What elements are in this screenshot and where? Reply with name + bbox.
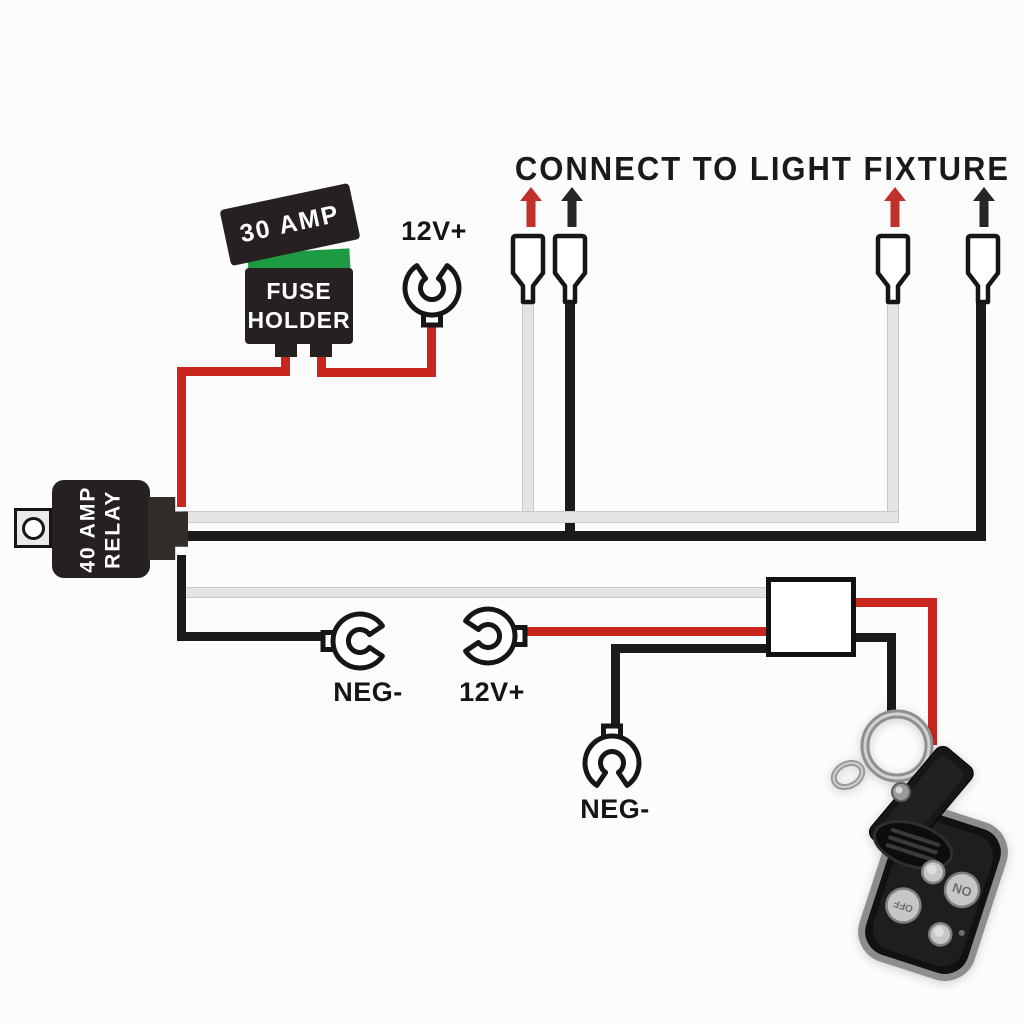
diagram-title: CONNECT TO LIGHT FIXTURE <box>514 149 1011 188</box>
remote-on-button: ON <box>943 871 981 909</box>
white-wire-main-run <box>185 512 898 522</box>
keyring-icon <box>860 709 934 783</box>
spade-terminal-icon-2 <box>552 233 588 305</box>
red-wire-fuse-left-drop <box>281 352 290 375</box>
black-wire-module-ground-v <box>611 644 620 727</box>
battery-terminal-label: 12V+ <box>401 216 467 246</box>
black-up-arrow-icon-1 <box>561 187 583 227</box>
ring-terminal-icon-power-mid <box>463 606 528 666</box>
white-wire-spade1-drop <box>523 300 533 522</box>
black-wire-main-run <box>185 531 986 541</box>
remote-off-button: OFF <box>885 887 922 924</box>
relay-mounting-tab <box>14 508 52 548</box>
red-wire-fuse-to-relay-v <box>177 367 186 507</box>
ground-mid-terminal-label: NEG- <box>333 677 403 707</box>
relay-label-line1: 40 AMP <box>76 485 100 573</box>
black-wire-module-out-v <box>887 633 896 716</box>
relay-label-line2: RELAY <box>102 489 125 569</box>
black-wire-spade4-drop <box>976 300 986 541</box>
spade-terminal-icon-4 <box>965 233 1001 305</box>
black-wire-spade2-drop <box>565 300 575 541</box>
ground-bottom-terminal-label: NEG- <box>580 794 650 824</box>
red-wire-fuse-to-relay-h <box>177 367 290 376</box>
strap-stud-icon <box>891 782 911 802</box>
red-up-arrow-icon-2 <box>884 187 906 227</box>
black-wire-module-out-h <box>852 633 896 642</box>
fuse-holder-tab-left <box>275 342 297 357</box>
ring-terminal-icon-ground-mid <box>320 611 385 671</box>
black-wire-module-ground-h <box>613 644 768 653</box>
red-wire-module-out-h <box>852 598 937 607</box>
remote-led-icon <box>958 929 965 936</box>
remote-on-button-label: ON <box>950 880 973 900</box>
black-wire-relay-ground-h <box>177 632 324 641</box>
relay-box: 40 AMP RELAY <box>52 480 150 578</box>
power-mid-terminal-label: 12V+ <box>459 677 525 707</box>
red-wire-fuse-right-drop <box>317 352 326 377</box>
ring-terminal-icon-battery <box>402 263 462 328</box>
white-wire-spade3-drop <box>888 300 898 522</box>
relay-label: 40 AMP RELAY <box>76 485 126 572</box>
strap-grille-icon <box>872 820 954 870</box>
ring-terminal-icon-ground-bottom <box>582 723 642 788</box>
remote-function-button-bottom <box>928 922 953 947</box>
remote-function-button-top <box>920 859 946 885</box>
carabiner-clip-icon <box>830 760 866 790</box>
fuse-holder-box: FUSE HOLDER <box>245 268 353 344</box>
relay-mount-hole-icon <box>21 516 45 540</box>
black-up-arrow-icon-2 <box>973 187 995 227</box>
fuse-holder-line2: HOLDER <box>247 307 351 333</box>
white-wire-relay-to-module <box>182 588 768 597</box>
fuse-holder-tab-right <box>310 342 332 357</box>
red-wire-12v-to-module <box>524 627 768 636</box>
black-wire-relay-ground-v <box>177 555 186 641</box>
red-up-arrow-icon-1 <box>520 187 542 227</box>
remote-key-fob: OFF ON <box>830 709 1008 981</box>
control-module-box <box>766 577 856 657</box>
spade-terminal-icon-3 <box>875 233 911 305</box>
red-wire-fuse-to-12v-v <box>427 324 436 377</box>
red-wire-fuse-to-12v-h <box>317 368 436 377</box>
fuse-holder-line1: FUSE <box>266 278 332 305</box>
fuse-rating-label: 30 AMP <box>237 199 343 249</box>
red-wire-module-out-v <box>928 598 937 745</box>
spade-terminal-icon-1 <box>510 233 546 305</box>
